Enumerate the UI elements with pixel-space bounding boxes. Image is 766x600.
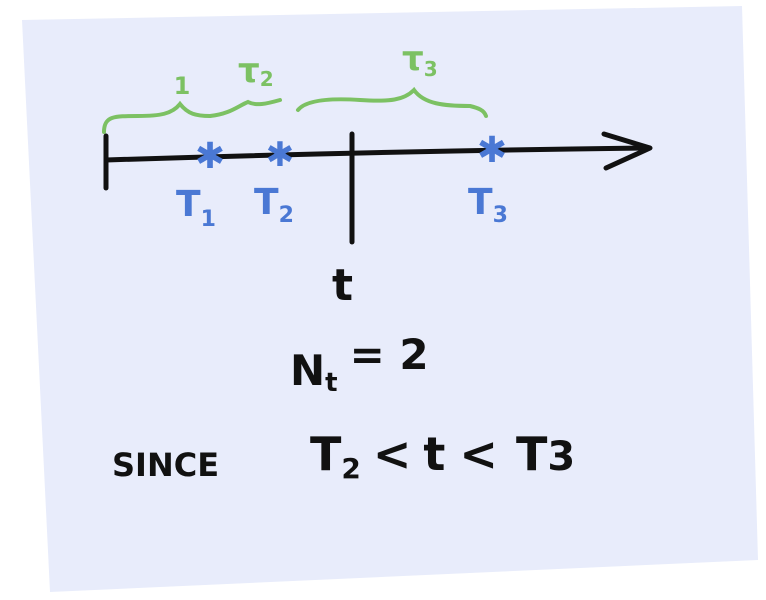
arrival-mark-1: ✱ [195, 136, 225, 177]
timeline-axis [103, 145, 651, 163]
arrival-mark-3: ✱ [477, 130, 507, 171]
card-background [22, 6, 758, 592]
arrival-label-3: T3 [468, 182, 508, 228]
arrival-mark-2: ✱ [266, 135, 295, 175]
brace-interarrival-2 [208, 98, 282, 118]
brace-label-1: 1 [174, 72, 191, 100]
timeline-arrowhead [601, 131, 653, 171]
brace-interarrival-3 [296, 86, 488, 118]
reason-word: SINCE [112, 446, 219, 484]
brace-label-2: τ2 [238, 51, 274, 91]
reason-inequality: T2<t<T3 [310, 427, 575, 485]
arrival-label-2: T2 [254, 182, 294, 228]
brace-label-3: τ3 [402, 39, 438, 81]
count-statement: Nt= 2 [290, 330, 429, 398]
cutoff-label: t [332, 260, 353, 311]
brace-interarrival-1 [102, 100, 212, 134]
arrival-label-1: T1 [176, 184, 216, 232]
